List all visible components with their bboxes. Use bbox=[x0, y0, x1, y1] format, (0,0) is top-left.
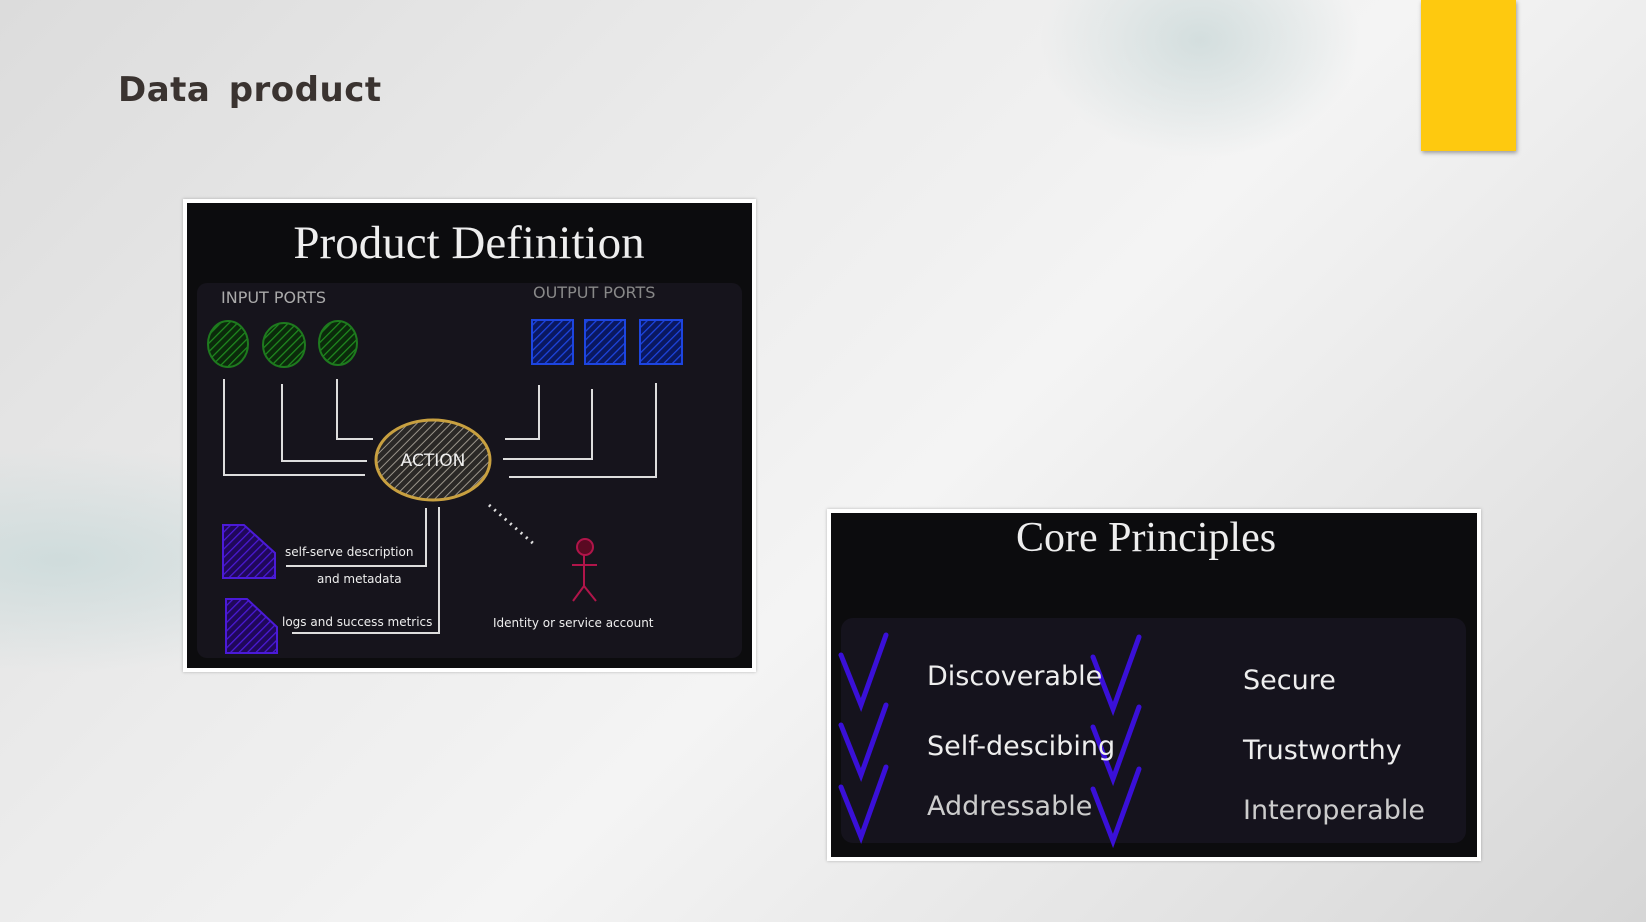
identity-label: Identity or service account bbox=[493, 616, 654, 630]
input-ports-label: INPUT PORTS bbox=[221, 288, 326, 307]
product-definition-title: Product Definition bbox=[293, 217, 644, 269]
action-node bbox=[374, 418, 492, 502]
slide-title: Data product bbox=[118, 70, 382, 110]
dotted-link bbox=[488, 503, 536, 547]
product-definition-image: Product Definition INPUT PORTS OUTPUT PO… bbox=[183, 199, 756, 672]
connector-lines bbox=[223, 379, 657, 634]
metadata-label-line2: and metadata bbox=[317, 572, 402, 586]
person-icon bbox=[572, 538, 597, 602]
document-icon bbox=[225, 598, 278, 654]
output-port-squares bbox=[531, 319, 683, 365]
principle-interoperable: Interoperable bbox=[1243, 795, 1425, 826]
principle-discoverable: Discoverable bbox=[927, 661, 1102, 692]
document-icon bbox=[222, 524, 276, 579]
input-port-circles bbox=[207, 320, 358, 368]
output-ports-label: OUTPUT PORTS bbox=[533, 283, 655, 302]
check-icons bbox=[838, 632, 1142, 849]
action-label: ACTION bbox=[401, 451, 466, 471]
core-principles-title: Core Principles bbox=[1016, 515, 1276, 561]
logs-label: logs and success metrics bbox=[282, 615, 432, 629]
principle-self-describing: Self-descibing bbox=[927, 731, 1115, 762]
principle-addressable: Addressable bbox=[927, 791, 1092, 822]
metadata-label-line1: self-serve description bbox=[285, 545, 413, 559]
principle-secure: Secure bbox=[1243, 665, 1336, 696]
accent-bar bbox=[1421, 0, 1516, 151]
core-principles-image: Core Principles Discoverable Secure Self… bbox=[827, 509, 1481, 861]
principle-trustworthy: Trustworthy bbox=[1242, 735, 1402, 766]
